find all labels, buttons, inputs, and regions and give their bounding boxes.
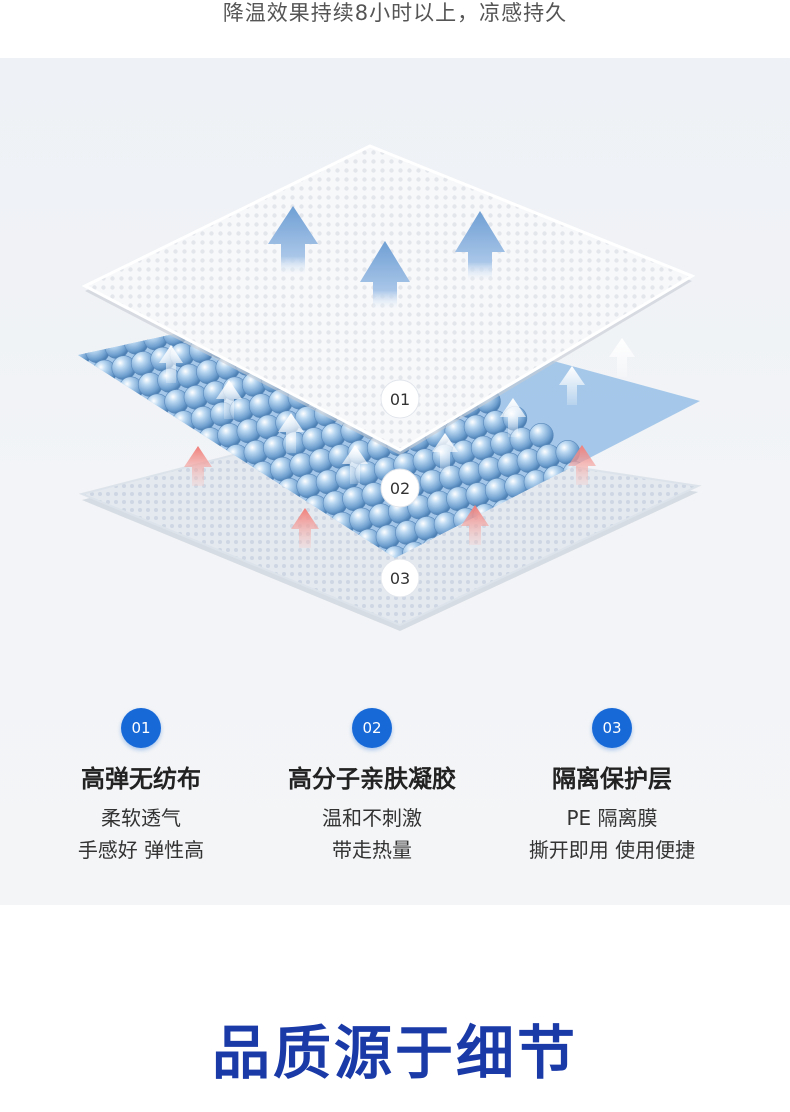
section-headline: 品质源于细节 (211, 1019, 578, 1087)
layer-label-01-text: 01 (390, 390, 410, 409)
feature-desc-line: 柔软透气 (101, 806, 181, 830)
feature-number-badge: 02 (352, 708, 392, 748)
layer-label-01: 01 (380, 379, 420, 419)
warm-arrows (184, 445, 596, 548)
feature-desc-line: PE 隔离膜 (566, 806, 658, 830)
cool-arrows (268, 206, 505, 312)
feature-pe-film: 03 隔离保护层 PE 隔离膜 撕开即用 使用便捷 (492, 708, 732, 866)
feature-desc-line: 温和不刺激 (322, 806, 422, 830)
feature-desc-line: 带走热量 (332, 838, 412, 862)
feature-title: 高分子亲肤凝胶 (288, 765, 456, 793)
layer-label-03-text: 03 (390, 569, 410, 588)
feature-desc-line: 手感好 弹性高 (77, 838, 205, 862)
gel-bead (528, 422, 554, 448)
feature-nonwoven: 01 高弹无纺布 柔软透气 手感好 弹性高 (21, 708, 261, 866)
layers-illustration-panel: 01 02 03 01 高弹无纺布 柔软透气 手感好 弹性高 02 高分子亲肤凝… (0, 58, 790, 905)
layer-label-02-text: 02 (390, 479, 410, 498)
layer-label-02: 02 (380, 468, 420, 508)
layer-label-03: 03 (380, 558, 420, 598)
top-caption: 降温效果持续8小时以上，凉感持久 (222, 1, 568, 25)
gel-bead (382, 545, 408, 558)
feature-title: 隔离保护层 (552, 765, 672, 793)
feature-gel: 02 高分子亲肤凝胶 温和不刺激 带走热量 (252, 708, 492, 866)
feature-title: 高弹无纺布 (81, 765, 201, 793)
feature-number-badge: 01 (121, 708, 161, 748)
feature-desc-line: 撕开即用 使用便捷 (528, 838, 696, 862)
feature-number-badge: 03 (592, 708, 632, 748)
layers-diagram: 01 02 03 (78, 144, 702, 631)
white-arrows (159, 338, 635, 484)
